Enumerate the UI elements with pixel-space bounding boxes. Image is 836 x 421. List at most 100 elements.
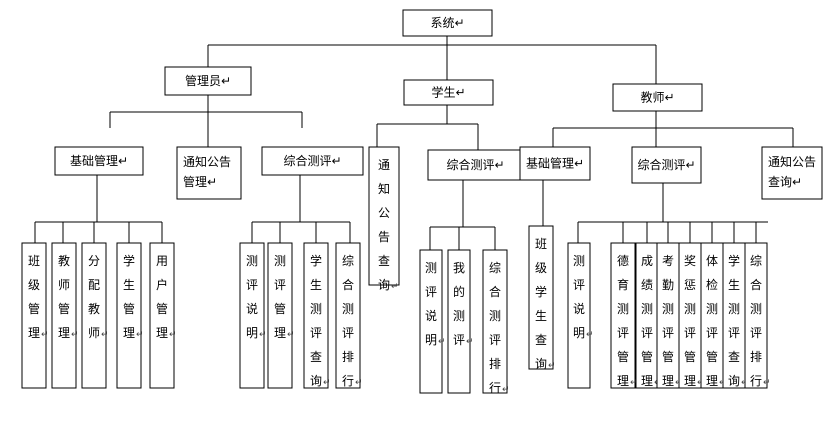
node-label-char: 查: [310, 350, 322, 364]
node-label-char: 评: [310, 326, 322, 340]
node-box: [567, 242, 591, 389]
node-box: [402, 9, 493, 37]
node-label-char: 勤: [662, 278, 674, 292]
node-label-char: 理: [156, 326, 168, 340]
node-label-char: 评: [342, 326, 354, 340]
node-box: [368, 146, 400, 286]
node-label-char: 管: [58, 301, 70, 316]
node-label-char: 理: [58, 326, 70, 340]
node-label-char: 生: [728, 278, 740, 292]
node-box: [427, 149, 524, 181]
node-label-char: 生: [535, 309, 547, 323]
node-label-char: 查: [728, 350, 740, 364]
node-label-char: 管: [274, 301, 286, 316]
node-label-char: 测: [617, 302, 629, 316]
node-label-char: 管: [617, 349, 629, 364]
node-label-char: 说: [246, 301, 258, 316]
node-root: 系统↵: [402, 9, 493, 37]
node-label-char: 配: [88, 278, 100, 292]
node-label-char: 评: [750, 326, 762, 340]
node-label-char: 生: [310, 278, 322, 292]
paragraph-mark: ↵: [548, 361, 556, 371]
node-box: [261, 146, 364, 176]
node-label-char: 综: [489, 261, 501, 275]
node-label-char: 评: [453, 333, 465, 347]
node-box: [419, 249, 443, 394]
paragraph-mark: ↵: [323, 378, 331, 388]
node-label-char: 询: [728, 374, 740, 388]
node-label-char: 排: [489, 357, 501, 371]
node-label-char: 测: [246, 254, 258, 268]
node-label-char: 评: [274, 278, 286, 292]
node-label-char: 说: [573, 301, 585, 316]
node-box: [303, 242, 329, 389]
node-label-char: 综: [342, 254, 354, 268]
node-label-char: 教: [88, 301, 100, 316]
node-admin: 管理员↵: [164, 66, 252, 96]
node-label-char: 理: [662, 374, 674, 388]
node-box: [612, 83, 703, 112]
node-label-char: 级: [28, 278, 40, 292]
paragraph-mark: ↵: [259, 330, 267, 340]
node-label-char: 管: [28, 301, 40, 316]
node-label: 综合测评↵: [283, 153, 341, 168]
node-label-char: 行: [750, 374, 762, 388]
node-label-char: 师: [58, 278, 70, 292]
node-label-char: 公: [378, 206, 390, 220]
node-label-char: 测: [310, 302, 322, 316]
node-label-char: 评: [684, 326, 696, 340]
paragraph-mark: ↵: [355, 378, 363, 388]
node-label-line: 查询↵: [768, 175, 802, 189]
node-box: [610, 242, 636, 389]
node-label-char: 知: [378, 182, 390, 196]
node-label-char: 学: [728, 253, 740, 268]
node-label-char: 德: [617, 253, 629, 268]
node-label-char: 班: [535, 237, 547, 251]
node-label-char: 测: [706, 302, 718, 316]
node-label: 系统↵: [430, 16, 464, 30]
node-label-char: 学: [123, 253, 135, 268]
node-label-char: 测: [425, 261, 437, 275]
node-label-char: 班: [28, 254, 40, 268]
node-label-char: 育: [617, 277, 629, 292]
node-box: [116, 242, 142, 389]
node-label-char: 绩: [641, 278, 653, 292]
node-label-char: 测: [573, 254, 585, 268]
node-label-char: 管: [156, 301, 168, 316]
node-label-char: 户: [156, 277, 168, 292]
node-label: 基础管理↵: [70, 153, 128, 168]
node-label-char: 告: [378, 230, 390, 244]
node-label-char: 评: [573, 278, 585, 292]
node-label: 管理员↵: [185, 73, 231, 88]
node-label-char: 评: [662, 326, 674, 340]
node-label-char: 询: [378, 278, 390, 292]
node-box: [54, 146, 144, 176]
node-label-char: 查: [378, 254, 390, 268]
node-label-char: 排: [342, 350, 354, 364]
node-box: [21, 242, 47, 389]
node-label-char: 级: [535, 261, 547, 275]
node-label: 综合测评↵: [446, 157, 504, 172]
paragraph-mark: ↵: [763, 378, 771, 388]
node-box: [176, 146, 242, 200]
node-label-char: 管: [662, 349, 674, 364]
paragraph-mark: ↵: [101, 330, 109, 340]
node-label-char: 检: [706, 277, 718, 292]
paragraph-mark: ↵: [41, 330, 49, 340]
node-label-char: 生: [123, 278, 135, 292]
node-box: [519, 146, 591, 181]
node-label-char: 我: [453, 261, 465, 275]
node-admin-eval: 综合测评↵: [261, 146, 364, 176]
paragraph-mark: ↵: [287, 330, 295, 340]
node-label-char: 成: [641, 254, 653, 268]
node-label-char: 通: [378, 158, 390, 172]
node-label-char: 理: [641, 374, 653, 388]
